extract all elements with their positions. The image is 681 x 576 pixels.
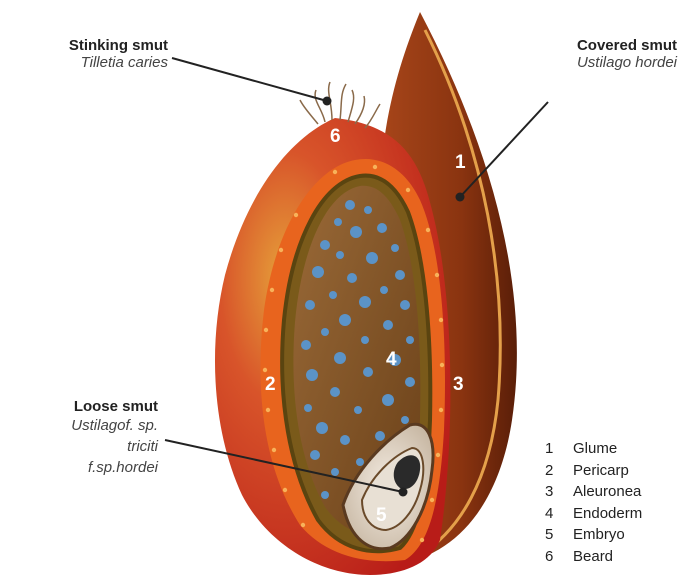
legend-text: Pericarp [573, 462, 629, 479]
legend-num: 1 [545, 440, 573, 457]
legend-num: 2 [545, 462, 573, 479]
label-covered-smut: Covered smut Ustilago hordei [517, 37, 677, 71]
legend-row-endoderm: 4 Endoderm [545, 503, 642, 525]
label-loose-smut: Loose smut Ustilagof. sp. triciti f.sp.h… [0, 398, 158, 478]
loose-smut-sci-1: Ustilagof. sp. [0, 415, 158, 436]
stinking-smut-sci: Tilletia caries [8, 54, 168, 71]
legend-row-glume: 1 Glume [545, 438, 642, 460]
legend-text: Endoderm [573, 505, 642, 522]
covered-smut-name: Covered smut [517, 37, 677, 54]
legend-row-aleuronea: 3 Aleuronea [545, 481, 642, 503]
loose-smut-sci-2: triciti [0, 436, 158, 457]
leader-covered-dot [456, 193, 465, 202]
legend-row-embryo: 5 Embryo [545, 524, 642, 546]
legend-num: 6 [545, 548, 573, 565]
leader-stinking-dot [323, 97, 332, 106]
legend-num: 4 [545, 505, 573, 522]
loose-smut-sci-3: f.sp.hordei [0, 457, 158, 478]
legend-text: Glume [573, 440, 617, 457]
part-number-5: 5 [376, 505, 387, 527]
legend-row-beard: 6 Beard [545, 546, 642, 568]
part-number-4: 4 [386, 349, 397, 371]
part-number-2: 2 [265, 374, 276, 396]
legend-row-pericarp: 2 Pericarp [545, 460, 642, 482]
legend-text: Beard [573, 548, 613, 565]
legend-text: Embryo [573, 526, 625, 543]
leader-stinking [172, 58, 327, 101]
label-stinking-smut: Stinking smut Tilletia caries [8, 37, 168, 71]
part-number-3: 3 [453, 374, 464, 396]
part-number-1: 1 [455, 152, 466, 174]
stinking-smut-name: Stinking smut [8, 37, 168, 54]
legend-num: 5 [545, 526, 573, 543]
loose-smut-name: Loose smut [0, 398, 158, 415]
leader-loose-dot [399, 488, 408, 497]
covered-smut-sci: Ustilago hordei [517, 54, 677, 71]
legend-text: Aleuronea [573, 483, 641, 500]
legend-num: 3 [545, 483, 573, 500]
legend: 1 Glume 2 Pericarp 3 Aleuronea 4 Endoder… [545, 438, 642, 567]
part-number-6: 6 [330, 126, 341, 148]
